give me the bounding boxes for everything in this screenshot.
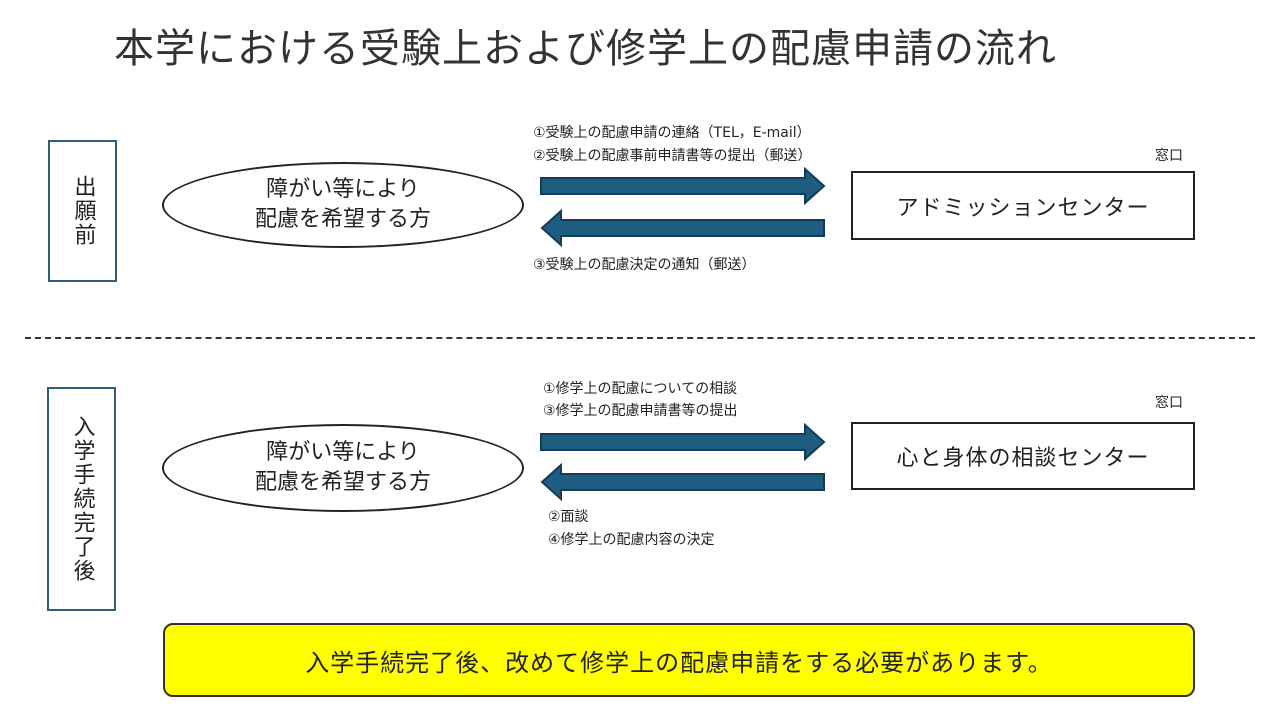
section-divider: [25, 337, 1255, 339]
arrow-left-2: [540, 462, 825, 502]
applicant-ellipse: 障がい等により 配慮を希望する方: [162, 424, 524, 512]
back-note-2: ④修学上の配慮内容の決定: [548, 532, 715, 548]
forward-note-1: ①修学上の配慮についての相談: [543, 381, 738, 397]
notice-banner: 入学手続完了後、改めて修学上の配慮申請をする必要があります。: [163, 623, 1195, 697]
applicant-line1: 障がい等により: [266, 177, 420, 202]
admission-center-box: アドミッションセンター: [851, 171, 1195, 240]
counseling-center-box: 心と身体の相談センター: [851, 422, 1195, 490]
back-note-1: ②面談: [548, 509, 589, 525]
applicant-line2: 配慮を希望する方: [254, 470, 431, 495]
window-label-1: 窓口: [1155, 148, 1183, 164]
phase-label: 入学手続完了後: [69, 415, 95, 583]
phase-before-application: 出願前: [48, 140, 117, 282]
arrow-right-2: [540, 422, 826, 462]
applicant-ellipse: 障がい等により 配慮を希望する方: [162, 162, 524, 248]
phase-after-enrollment: 入学手続完了後: [47, 387, 116, 611]
back-note-1: ③受験上の配慮決定の通知（郵送）: [533, 257, 756, 273]
arrow-left-1: [540, 208, 825, 248]
phase-label: 出願前: [70, 175, 96, 247]
applicant-line2: 配慮を希望する方: [254, 207, 431, 232]
applicant-line1: 障がい等により: [266, 440, 420, 465]
forward-note-2: ③修学上の配慮申請書等の提出: [543, 403, 738, 419]
forward-note-2: ②受験上の配慮事前申請書等の提出（郵送）: [533, 148, 812, 164]
arrow-right-1: [540, 166, 826, 206]
forward-note-1: ①受験上の配慮申請の連絡（TEL，E-mail）: [533, 125, 811, 141]
window-label-2: 窓口: [1155, 395, 1183, 411]
diagram-title: 本学における受験上および修学上の配慮申請の流れ: [114, 26, 1057, 72]
